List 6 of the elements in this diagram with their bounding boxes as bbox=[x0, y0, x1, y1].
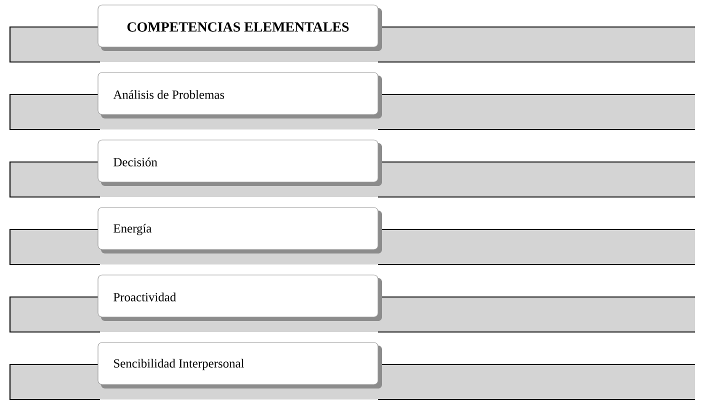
competency-box: Proactividad bbox=[98, 274, 378, 318]
competency-box: Energía bbox=[98, 207, 378, 250]
competency-box: Análisis de Problemas bbox=[98, 72, 378, 115]
competency-box: Sencibilidad Interpersonal bbox=[98, 342, 378, 385]
competency-box: Decisión bbox=[98, 140, 378, 182]
header-box: COMPETENCIAS ELEMENTALES bbox=[98, 4, 378, 48]
